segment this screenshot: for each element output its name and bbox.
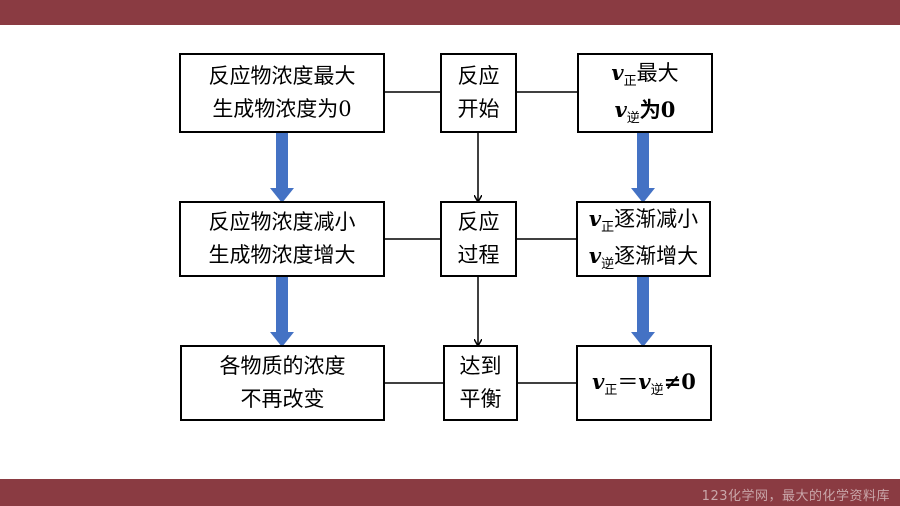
right-box-equilibrium: v正＝v逆≠0 bbox=[576, 345, 712, 421]
rate-text: 最大 bbox=[636, 61, 679, 85]
middle-box-equilibrium: 达到 平衡 bbox=[443, 345, 518, 421]
blue-arrow-left-1 bbox=[270, 133, 294, 203]
blue-arrow-left-2 bbox=[270, 277, 294, 347]
blue-arrow-right-1 bbox=[631, 133, 655, 203]
forward-subscript: 正 bbox=[623, 74, 637, 89]
left-box-equilibrium: 各物质的浓度 不再改变 bbox=[180, 345, 385, 421]
rate-symbol: v bbox=[614, 97, 627, 122]
box-text: 开始 bbox=[457, 97, 500, 121]
box-text: v正逐渐减小 bbox=[589, 202, 698, 239]
neq-zero: ≠0 bbox=[663, 368, 696, 394]
reverse-subscript: 逆 bbox=[601, 257, 615, 272]
rate-symbol: v bbox=[638, 368, 651, 394]
box-text: 达到 bbox=[459, 354, 502, 378]
box-text: 不再改变 bbox=[240, 387, 325, 411]
reverse-subscript: 逆 bbox=[650, 382, 664, 398]
rate-symbol: v bbox=[588, 243, 602, 268]
middle-box-start: 反应 开始 bbox=[440, 53, 517, 133]
top-banner bbox=[0, 0, 900, 25]
rate-text: 为0 bbox=[639, 97, 676, 122]
rate-text: 逐渐增大 bbox=[614, 244, 699, 268]
box-text: 生成物浓度为0 bbox=[212, 97, 352, 121]
left-box-process: 反应物浓度减小 生成物浓度增大 bbox=[179, 201, 385, 277]
rate-symbol: v bbox=[588, 206, 602, 231]
box-text: 反应物浓度最大 bbox=[208, 64, 356, 88]
box-text: v正最大 bbox=[611, 56, 678, 93]
rate-symbol: v bbox=[592, 368, 605, 394]
right-box-start: v正最大 v逆为0 bbox=[577, 53, 713, 133]
middle-box-process: 反应 过程 bbox=[440, 201, 517, 277]
box-text: 反应 bbox=[457, 64, 500, 88]
box-text: 过程 bbox=[457, 243, 500, 267]
right-box-process: v正逐渐减小 v逆逐渐增大 bbox=[576, 201, 711, 277]
rate-symbol: v bbox=[611, 60, 624, 85]
forward-subscript: 正 bbox=[604, 382, 618, 398]
box-text: 生成物浓度增大 bbox=[208, 243, 356, 267]
box-text: 各物质的浓度 bbox=[219, 354, 346, 378]
reverse-subscript: 逆 bbox=[626, 111, 640, 126]
left-box-start: 反应物浓度最大 生成物浓度为0 bbox=[179, 53, 385, 133]
blue-arrow-right-2 bbox=[631, 277, 655, 347]
box-text: v逆为0 bbox=[615, 93, 676, 130]
rate-text: 逐渐减小 bbox=[614, 207, 699, 231]
watermark-text: 123化学网，最大的化学资料库 bbox=[701, 489, 890, 504]
box-text: 平衡 bbox=[459, 387, 502, 411]
box-text: 反应 bbox=[457, 210, 500, 234]
bottom-banner bbox=[0, 479, 900, 506]
box-text: v逆逐渐增大 bbox=[589, 239, 698, 276]
equals-sign: ＝ bbox=[617, 369, 639, 394]
forward-subscript: 正 bbox=[601, 220, 615, 235]
box-text: 反应物浓度减小 bbox=[208, 210, 356, 234]
box-text: v正＝v逆≠0 bbox=[592, 365, 696, 402]
